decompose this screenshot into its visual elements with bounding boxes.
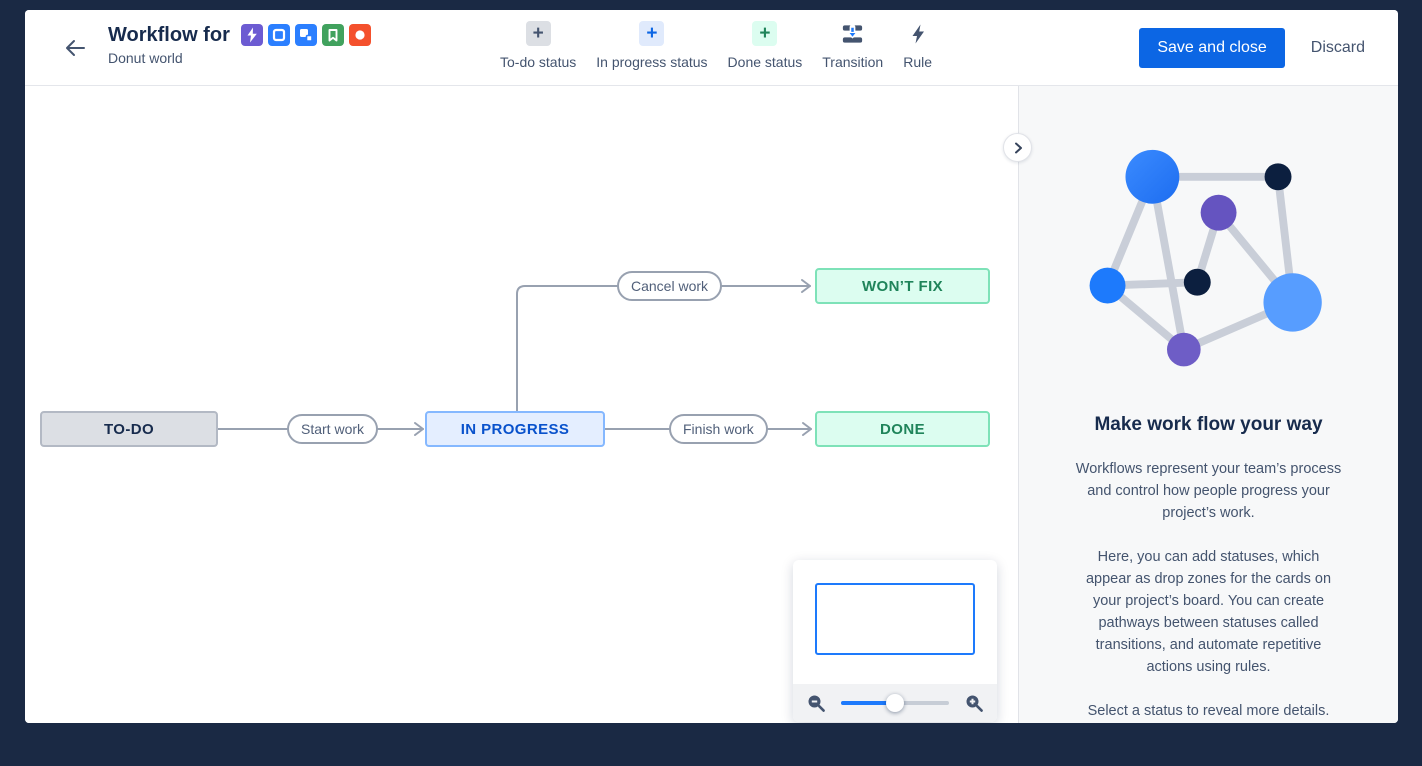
project-name: Donut world <box>108 50 183 66</box>
panel-paragraph: Select a status to reveal more details. <box>1087 702 1330 719</box>
panel-paragraph: Workflows represent your team’s process … <box>1075 460 1342 521</box>
node-purple-center <box>1200 194 1237 231</box>
chevron-right-icon <box>1014 142 1022 153</box>
back-arrow-icon <box>66 39 85 56</box>
header: Workflow for <box>25 10 1398 86</box>
add-in-progress-status-button[interactable]: + In progress status <box>596 21 708 70</box>
add-icon: + <box>752 21 778 46</box>
workflow-canvas[interactable]: TO-DO IN PROGRESS DONE WON’T FIX Start w… <box>25 86 1018 723</box>
issue-type-icons <box>240 24 371 46</box>
subtask-icon <box>294 24 317 46</box>
main-area: TO-DO IN PROGRESS DONE WON’T FIX Start w… <box>25 86 1398 723</box>
magnifier-minus-icon <box>808 695 825 712</box>
node-navy-center <box>1183 268 1211 296</box>
panel-heading: Make work flow your way <box>1094 413 1323 435</box>
status-node-in-progress[interactable]: IN PROGRESS <box>425 411 605 447</box>
status-node-todo[interactable]: TO-DO <box>40 411 218 447</box>
node-purple-bottom <box>1166 332 1201 367</box>
node-large-blue <box>1125 149 1180 204</box>
add-icon: + <box>525 21 551 46</box>
bug-icon <box>348 24 371 46</box>
task-icon <box>267 24 290 46</box>
zoom-slider-thumb[interactable] <box>886 694 904 712</box>
minimap <box>793 560 997 722</box>
epic-icon <box>240 24 263 46</box>
status-node-done[interactable]: DONE <box>815 411 990 447</box>
minimap-zoom-bar <box>793 684 997 722</box>
story-icon <box>321 24 344 46</box>
status-node-wont-fix[interactable]: WON’T FIX <box>815 268 990 304</box>
discard-button[interactable]: Discard <box>1310 38 1365 56</box>
edge-inprogress-to-wontfix <box>516 285 811 412</box>
transition-icon <box>840 21 865 46</box>
add-done-status-button[interactable]: + Done status <box>727 21 803 70</box>
transition-cancel-work[interactable]: Cancel work <box>617 271 723 301</box>
add-icon: + <box>639 21 665 46</box>
title-block: Workflow for <box>108 23 371 66</box>
panel-paragraph: Here, you can add statuses, which appear… <box>1085 548 1332 675</box>
arrowhead-icon <box>801 279 811 293</box>
node-navy-top <box>1264 163 1292 191</box>
toolbar: + To-do status + In progress status + Do… <box>500 21 932 70</box>
zoom-out-button[interactable] <box>806 693 826 713</box>
workflow-editor-window: Workflow for <box>25 10 1398 723</box>
add-rule-button[interactable]: Rule <box>903 21 932 70</box>
arrowhead-icon <box>802 422 812 436</box>
zoom-slider-fill <box>841 701 895 705</box>
save-and-close-button[interactable]: Save and close <box>1139 27 1285 68</box>
zoom-slider[interactable] <box>841 694 949 712</box>
add-todo-status-button[interactable]: + To-do status <box>500 21 577 70</box>
lightning-icon <box>905 21 930 46</box>
zoom-in-button[interactable] <box>964 693 984 713</box>
add-transition-button[interactable]: Transition <box>822 21 883 70</box>
back-button[interactable] <box>58 31 92 65</box>
header-actions: Save and close Discard <box>1139 27 1365 68</box>
collapse-panel-button[interactable] <box>1003 133 1032 162</box>
minimap-viewport[interactable] <box>815 583 975 655</box>
transition-start-work[interactable]: Start work <box>287 414 379 444</box>
info-panel: Make work flow your way Workflows repres… <box>1018 86 1398 723</box>
transition-finish-work[interactable]: Finish work <box>669 414 768 444</box>
arrowhead-icon <box>414 422 424 436</box>
node-light-blue-right <box>1263 273 1322 332</box>
workflow-network-illustration <box>1089 149 1322 367</box>
node-blue-left <box>1089 267 1126 304</box>
magnifier-plus-icon <box>966 695 983 712</box>
page-title: Workflow for <box>108 24 230 46</box>
